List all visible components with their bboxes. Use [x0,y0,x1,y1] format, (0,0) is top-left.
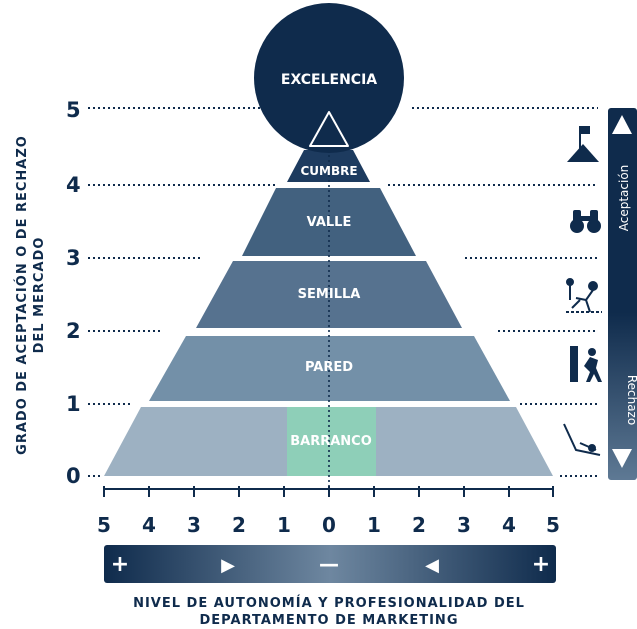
falling-person-icon [563,423,601,456]
bar-plus-right: + [532,552,550,577]
summit-peak [309,111,349,147]
y-tick-3: 3 [66,246,81,270]
x-tick-r1: 1 [367,513,381,537]
x-tick-l3: 3 [187,513,201,537]
x-tick-l2: 2 [232,513,246,537]
x-tick-0: 0 [322,513,336,537]
planting-icon [566,278,602,313]
label-cumbre: CUMBRE [300,164,357,178]
bar-minus-center: — [319,552,339,576]
x-tick-l1: 1 [277,513,291,537]
level-semilla [196,261,462,328]
y-tick-0: 0 [66,464,81,488]
scale-up-arrow-icon [612,115,632,134]
level-pared [149,336,510,401]
x-tick-r5: 5 [546,513,560,537]
label-barranco: BARRANCO [290,434,372,449]
climbing-wall-icon [570,346,602,382]
label-valle: VALLE [307,215,352,230]
barranco-highlight [287,407,376,476]
summit-flag-icon [567,126,599,162]
label-semilla: SEMILLA [298,287,361,302]
binoculars-icon [570,210,601,233]
x-tick-r2: 2 [412,513,426,537]
x-tick-l5: 5 [97,513,111,537]
x-tick-r4: 4 [502,513,516,537]
scale-down-arrow-icon [612,449,632,468]
left-guide-lines [88,107,275,477]
x-tick-r3: 3 [457,513,471,537]
acceptance-scale-bar [608,108,637,480]
side-label-rechazo: Rechazo [625,375,637,425]
autonomy-scale-bar [104,545,556,583]
bar-plus-left: + [111,552,129,577]
y-axis-title-line1: GRADO DE ACEPTACIÓN O DE RECHAZO [14,135,30,455]
right-guide-lines [388,107,598,477]
y-tick-1: 1 [66,392,81,416]
bar-arrow-right-icon: ▶ [221,555,235,576]
side-label-aceptacion: Aceptación [617,165,631,232]
y-tick-5: 5 [66,98,81,122]
y-axis-title-line2: DEL MERCADO [32,237,47,354]
y-tick-4: 4 [66,173,81,197]
x-axis-title-line2: DEPARTAMENTO DE MARKETING [200,613,459,628]
y-tick-2: 2 [66,319,81,343]
x-axis-title-line1: NIVEL DE AUTONOMÍA Y PROFESIONALIDAD DEL [133,595,525,611]
bar-arrow-left-icon: ◀ [425,555,439,576]
label-excelencia: EXCELENCIA [281,72,377,88]
x-tick-l4: 4 [142,513,156,537]
level-excelencia [254,3,404,153]
x-axis [103,486,554,497]
label-pared: PARED [305,360,353,375]
